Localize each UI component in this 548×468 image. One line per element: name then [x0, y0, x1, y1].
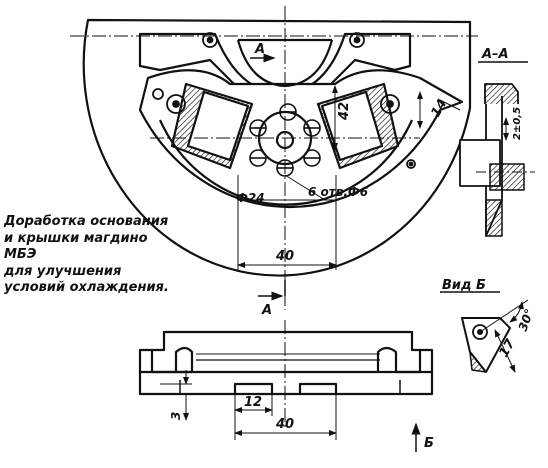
bolt-hole: [406, 159, 416, 169]
section-mark-bottom-label: А: [261, 303, 272, 318]
dim-3: 3: [169, 412, 183, 420]
dim-holes: 6 отв.Ф6: [308, 185, 368, 199]
section-arrow-bottom: [258, 280, 286, 430]
vent-hole: [249, 149, 267, 167]
dim-30deg: 30°: [516, 307, 537, 333]
slot-left-face: [186, 90, 250, 162]
view-b-detail: [440, 291, 529, 373]
dim-42: 42: [337, 102, 352, 121]
dim-12: 12: [244, 395, 262, 410]
view-title: Вид Б: [442, 278, 486, 293]
section-mark-top-label: А: [254, 42, 265, 57]
section-title: А–А: [481, 47, 509, 62]
bolt-hole: [380, 94, 400, 114]
dimensions-front: [160, 370, 337, 440]
caption-line: и крышки магдино: [4, 230, 148, 246]
front-view: [138, 330, 434, 396]
dimensions-plan: [237, 85, 461, 270]
view-arrow-label: Б: [424, 436, 434, 451]
vent-hole: [303, 119, 321, 137]
vent-hole: [249, 119, 267, 137]
bolt-hole: [349, 32, 365, 48]
mounting-bolts: [152, 32, 416, 169]
section-a-a: [459, 61, 535, 237]
dim-40-bottom: 40: [275, 417, 294, 432]
caption-line: Доработка основания: [4, 214, 169, 229]
vent-hole: [279, 103, 297, 121]
caption-text: Доработка основания и крышки магдино МБЭ…: [4, 214, 204, 297]
dim-2: 2±0,5: [512, 107, 523, 140]
bolt-hole: [152, 88, 164, 100]
dim-40-top: 40: [275, 249, 294, 264]
center-lines: [70, 6, 478, 310]
bolt-hole: [202, 32, 218, 48]
dim-phi24: Ф24: [236, 191, 265, 205]
vent-hole: [303, 149, 321, 167]
caption-line: для улучшения: [4, 263, 122, 279]
bolt-hole: [166, 94, 186, 114]
caption-line: условий охлаждения.: [4, 280, 169, 295]
caption-line: МБЭ: [4, 247, 37, 262]
inner-arc: [158, 119, 414, 206]
